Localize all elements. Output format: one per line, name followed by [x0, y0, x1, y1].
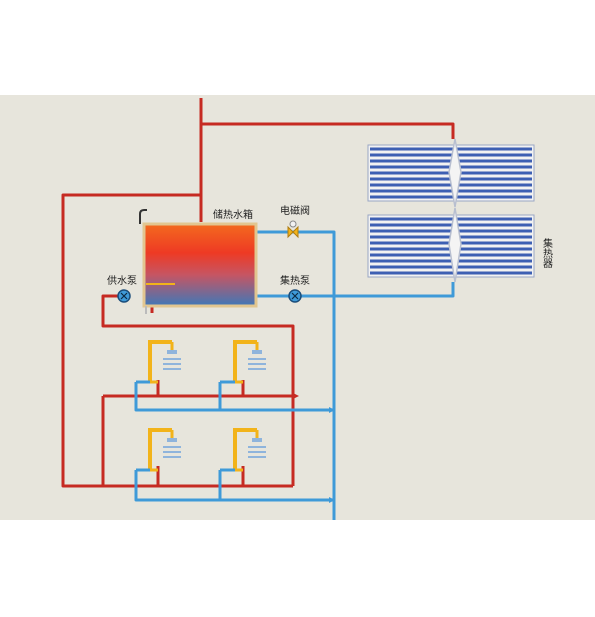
- solenoid-valve-label: 电磁阀: [280, 204, 310, 217]
- solar-collector: [367, 138, 535, 283]
- collector-label: 集热器: [541, 237, 553, 269]
- shower-head-icon: [252, 350, 262, 354]
- tank-body: [142, 222, 258, 308]
- storage-tank-label: 储热水箱: [213, 208, 253, 221]
- storage-tank: [139, 209, 258, 314]
- collector-pump: [288, 289, 302, 303]
- shower-head-icon: [252, 438, 262, 442]
- tank-vent-icon: [139, 209, 147, 224]
- supply-pump-label: 供水泵: [107, 274, 137, 287]
- pipe-arrow-markers: [293, 393, 335, 503]
- supply-pump: [117, 289, 131, 303]
- collector-manifold: [448, 138, 462, 283]
- valve-icon: [287, 225, 299, 239]
- shower-head-icon: [167, 350, 177, 354]
- shower-fixture: [220, 428, 266, 472]
- shower-fixture: [136, 428, 181, 472]
- collector-pump-label: 集热泵: [280, 274, 310, 287]
- hot-water-pipes: [61, 98, 455, 488]
- shower-head-icon: [167, 438, 177, 442]
- shower-fixture: [218, 340, 266, 394]
- solenoid-valve: [287, 220, 299, 239]
- shower-fixture: [134, 340, 181, 394]
